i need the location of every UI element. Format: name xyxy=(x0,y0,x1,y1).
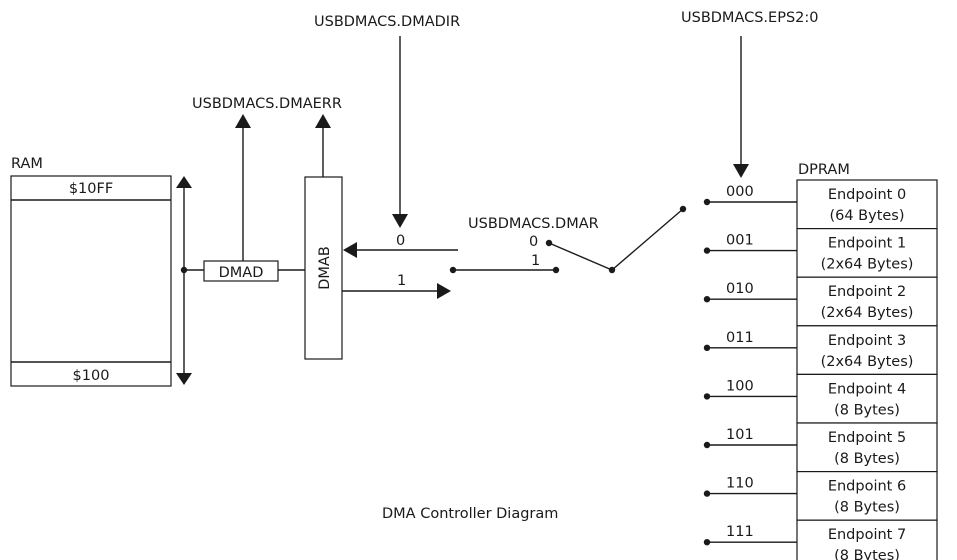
endpoint-size: (2x64 Bytes) xyxy=(821,354,914,370)
dmar-signal-label: USBDMACS.DMAR xyxy=(468,216,599,232)
endpoint-size: (8 Bytes) xyxy=(834,500,900,516)
endpoint-name: Endpoint 0 xyxy=(828,187,906,203)
endpoint-box xyxy=(796,519,938,560)
endpoint-row: 000 Endpoint 0 (64 Bytes) xyxy=(703,179,938,230)
endpoint-box xyxy=(796,373,938,424)
endpoint-code: 101 xyxy=(726,427,754,443)
dpram-label: DPRAM xyxy=(798,162,850,178)
dmaerr-arrow-from-dmad xyxy=(235,114,251,261)
dmar-position-0-line xyxy=(548,242,613,271)
dpram-endpoint-list: 000 Endpoint 0 (64 Bytes) 001 Endpoint 1 (2x6… xyxy=(703,179,938,560)
eps-selector-blade xyxy=(611,208,684,271)
endpoint-code: 001 xyxy=(726,233,754,249)
dmadir-signal-label: USBDMACS.DMADIR xyxy=(314,14,460,30)
ram-top-address: $10FF xyxy=(69,181,113,197)
ram-bottom-address: $100 xyxy=(73,368,110,384)
dmad-label: DMAD xyxy=(219,265,264,281)
endpoint-code: 000 xyxy=(726,184,754,200)
endpoint-select-dot xyxy=(703,441,711,449)
diagram-caption: DMA Controller Diagram xyxy=(382,506,558,522)
endpoint-name: Endpoint 7 xyxy=(828,527,906,543)
endpoint-row: 011 Endpoint 3 (2x64 Bytes) xyxy=(703,325,938,375)
dmab-box xyxy=(304,176,343,360)
eps-selector-pivot-dot xyxy=(679,205,687,213)
dmaerr-signal-label: USBDMACS.DMAERR xyxy=(192,96,342,112)
endpoint-box xyxy=(796,276,938,327)
dmadir-arrow xyxy=(392,36,408,228)
endpoint-name: Endpoint 3 xyxy=(828,333,906,349)
endpoint-code: 110 xyxy=(726,476,754,492)
endpoint-size: (2x64 Bytes) xyxy=(821,257,914,273)
endpoint-select-dot xyxy=(703,296,711,303)
endpoint-size: (8 Bytes) xyxy=(834,548,900,560)
endpoint-select-dot xyxy=(703,393,711,400)
ram-address-arrow xyxy=(176,176,192,385)
dmab-label: DMAB xyxy=(317,246,333,290)
direction-0-arrow xyxy=(343,242,458,258)
endpoint-box xyxy=(796,228,938,278)
endpoint-name: Endpoint 2 xyxy=(828,284,906,300)
endpoint-size: (8 Bytes) xyxy=(834,402,900,418)
endpoint-row: 010 Endpoint 2 (2x64 Bytes) xyxy=(703,276,938,327)
endpoint-box xyxy=(796,422,938,473)
dmar-left-dot xyxy=(449,266,457,274)
endpoint-row: 001 Endpoint 1 (2x64 Bytes) xyxy=(703,228,938,278)
direction-1-label: 1 xyxy=(397,273,406,289)
dmad-box xyxy=(203,260,279,282)
endpoint-size: (8 Bytes) xyxy=(834,451,900,467)
endpoint-row: 100 Endpoint 4 (8 Bytes) xyxy=(703,373,938,424)
endpoint-name: Endpoint 4 xyxy=(828,381,906,397)
endpoint-select-dot xyxy=(703,490,711,497)
dmar-position-0-label: 0 xyxy=(529,234,538,250)
endpoint-row: 110 Endpoint 6 (8 Bytes) xyxy=(703,471,938,521)
ram-block xyxy=(10,175,172,387)
eps-signal-label: USBDMACS.EPS2:0 xyxy=(681,10,819,26)
endpoint-name: Endpoint 5 xyxy=(828,430,906,446)
endpoint-code: 010 xyxy=(726,281,754,297)
dmar-position-1-label: 1 xyxy=(531,253,540,269)
endpoint-select-dot xyxy=(703,344,711,351)
ram-label: RAM xyxy=(11,156,43,172)
endpoint-code: 100 xyxy=(726,378,754,394)
dmar-position-0-dot xyxy=(545,239,553,247)
endpoint-code: 011 xyxy=(726,330,754,346)
endpoint-select-dot xyxy=(703,198,711,206)
endpoint-size: (2x64 Bytes) xyxy=(821,305,914,321)
eps-arrow xyxy=(733,36,749,178)
direction-0-label: 0 xyxy=(396,233,405,249)
endpoint-name: Endpoint 1 xyxy=(828,236,906,252)
endpoint-name: Endpoint 6 xyxy=(828,479,906,495)
dmaerr-arrow-from-dmab xyxy=(315,114,331,177)
endpoint-select-dot xyxy=(703,247,711,254)
endpoint-box xyxy=(796,471,938,521)
endpoint-row: 111 Endpoint 7 (8 Bytes) xyxy=(703,519,938,560)
endpoint-select-dot xyxy=(703,539,711,546)
endpoint-row: 101 Endpoint 5 (8 Bytes) xyxy=(703,422,938,473)
dmar-position-1-dot xyxy=(552,266,560,274)
endpoint-size: (64 Bytes) xyxy=(829,208,904,224)
endpoint-code: 111 xyxy=(726,524,754,540)
direction-1-arrow xyxy=(342,283,451,299)
